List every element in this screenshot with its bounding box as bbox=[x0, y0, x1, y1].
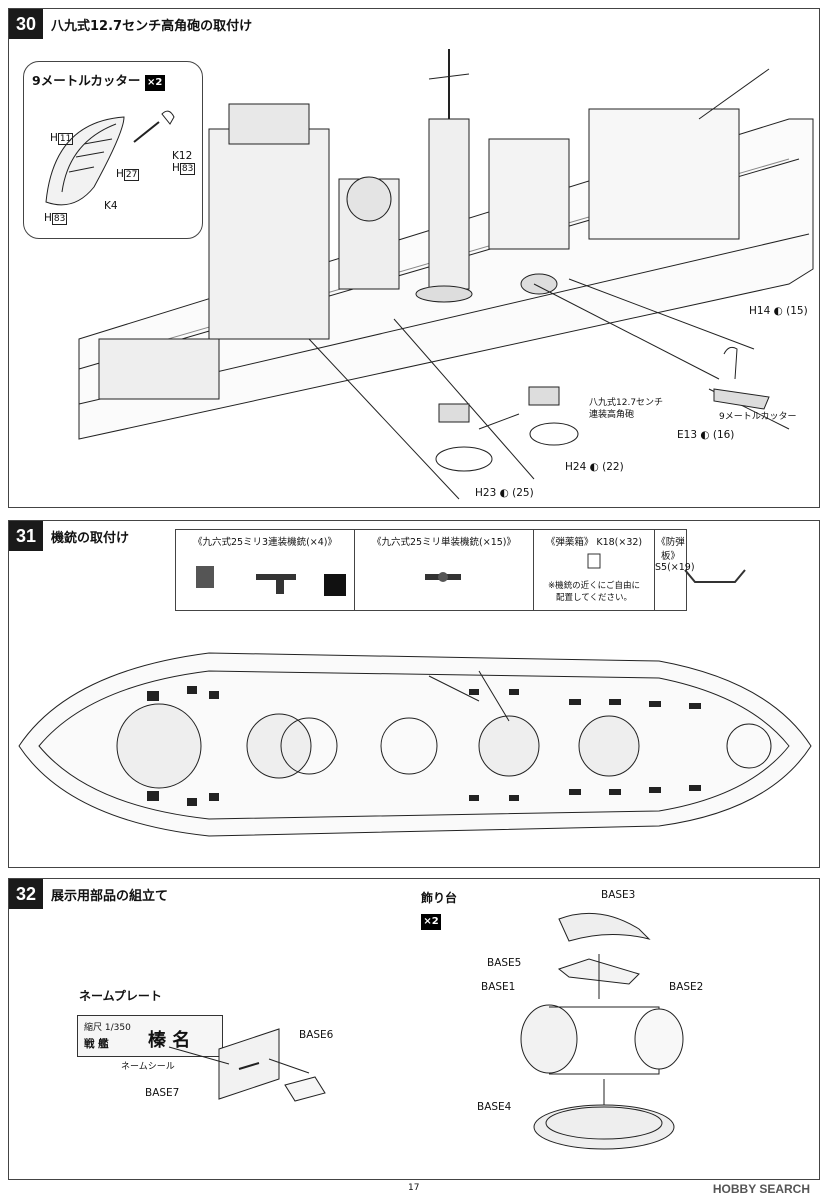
nameplate-heading: ネームプレート bbox=[79, 989, 162, 1003]
base7-label: BASE7 bbox=[145, 1087, 180, 1099]
part-e13: E13 ◐ (16) bbox=[677, 429, 735, 441]
triple-mount-cell: 《九六式25ミリ3連装機銃(×4)》 bbox=[176, 530, 355, 610]
inset-title: 9メートルカッター ×2 bbox=[32, 70, 165, 91]
ammo-box-cell: 《弾薬箱》 K18(×32) ※機銃の近くにご自由に配置してください。 bbox=[534, 530, 655, 610]
gun-label-2: 連装高角砲 bbox=[589, 410, 635, 420]
machine-gun-parts-table: 《九六式25ミリ3連装機銃(×4)》 《九六式25ミリ単装機銃(×15)》 《弾… bbox=[175, 529, 746, 611]
step-30-panel: 30 八九式12.7センチ高角砲の取付け bbox=[8, 8, 820, 508]
step-number-badge: 31 bbox=[9, 521, 43, 551]
stand-heading: 飾り台 bbox=[421, 891, 458, 905]
step-title: 八九式12.7センチ高角砲の取付け bbox=[51, 19, 253, 34]
sticker-label: ネームシール bbox=[121, 1062, 175, 1072]
step-31-panel: 31 機銃の取付け 《九六式25ミリ3連装機銃(×4)》 《九六式25ミリ単装機… bbox=[8, 520, 820, 868]
single-mount-cell: 《九六式25ミリ単装機銃(×15)》 bbox=[355, 530, 534, 610]
step-number-badge: 30 bbox=[9, 9, 43, 39]
single-mount-icon bbox=[425, 572, 461, 582]
step-number-badge: 32 bbox=[9, 879, 43, 909]
base1-label: BASE1 bbox=[481, 981, 516, 993]
base2-label: BASE2 bbox=[669, 981, 704, 993]
step-32-panel: 32 展示用部品の組立て ネームプレート 縮尺 1/350 戦 艦 榛 名 ネー… bbox=[8, 878, 820, 1180]
cutter-boat-drawing bbox=[45, 110, 175, 206]
shield-icon bbox=[684, 569, 746, 583]
gun-label: 八九式12.7センチ bbox=[589, 398, 664, 408]
nameplate-sticker: 縮尺 1/350 戦 艦 榛 名 bbox=[77, 1015, 223, 1057]
shield-cell: 《防弾板》 S5(×19) bbox=[655, 530, 746, 610]
ammo-box-icon bbox=[587, 553, 601, 569]
step-title: 展示用部品の組立て bbox=[51, 889, 169, 904]
base3-label: BASE3 bbox=[601, 889, 636, 901]
base4-label: BASE4 bbox=[477, 1101, 512, 1113]
boat-label: 9メートルカッター bbox=[719, 412, 797, 422]
quantity-icon: ×2 bbox=[421, 913, 441, 930]
part-h24: H24 ◐ (22) bbox=[565, 461, 624, 473]
step-title: 機銃の取付け bbox=[51, 531, 130, 546]
display-parts-drawing bbox=[168, 912, 684, 1150]
part-h23: H23 ◐ (25) bbox=[475, 487, 534, 499]
watermark: HOBBY SEARCH bbox=[712, 1182, 810, 1196]
base5-label: BASE5 bbox=[487, 957, 522, 969]
triple-mount-icon bbox=[196, 566, 346, 596]
base6-label: BASE6 bbox=[299, 1029, 334, 1041]
stand-quantity: ×2 bbox=[421, 909, 441, 930]
part-h14: H14 ◐ (15) bbox=[749, 305, 808, 317]
quantity-icon: ×2 bbox=[144, 74, 165, 91]
ship-top-view-drawing bbox=[18, 652, 812, 837]
page-number: 17 bbox=[408, 1183, 420, 1193]
battleship-hull-drawing bbox=[78, 49, 814, 500]
